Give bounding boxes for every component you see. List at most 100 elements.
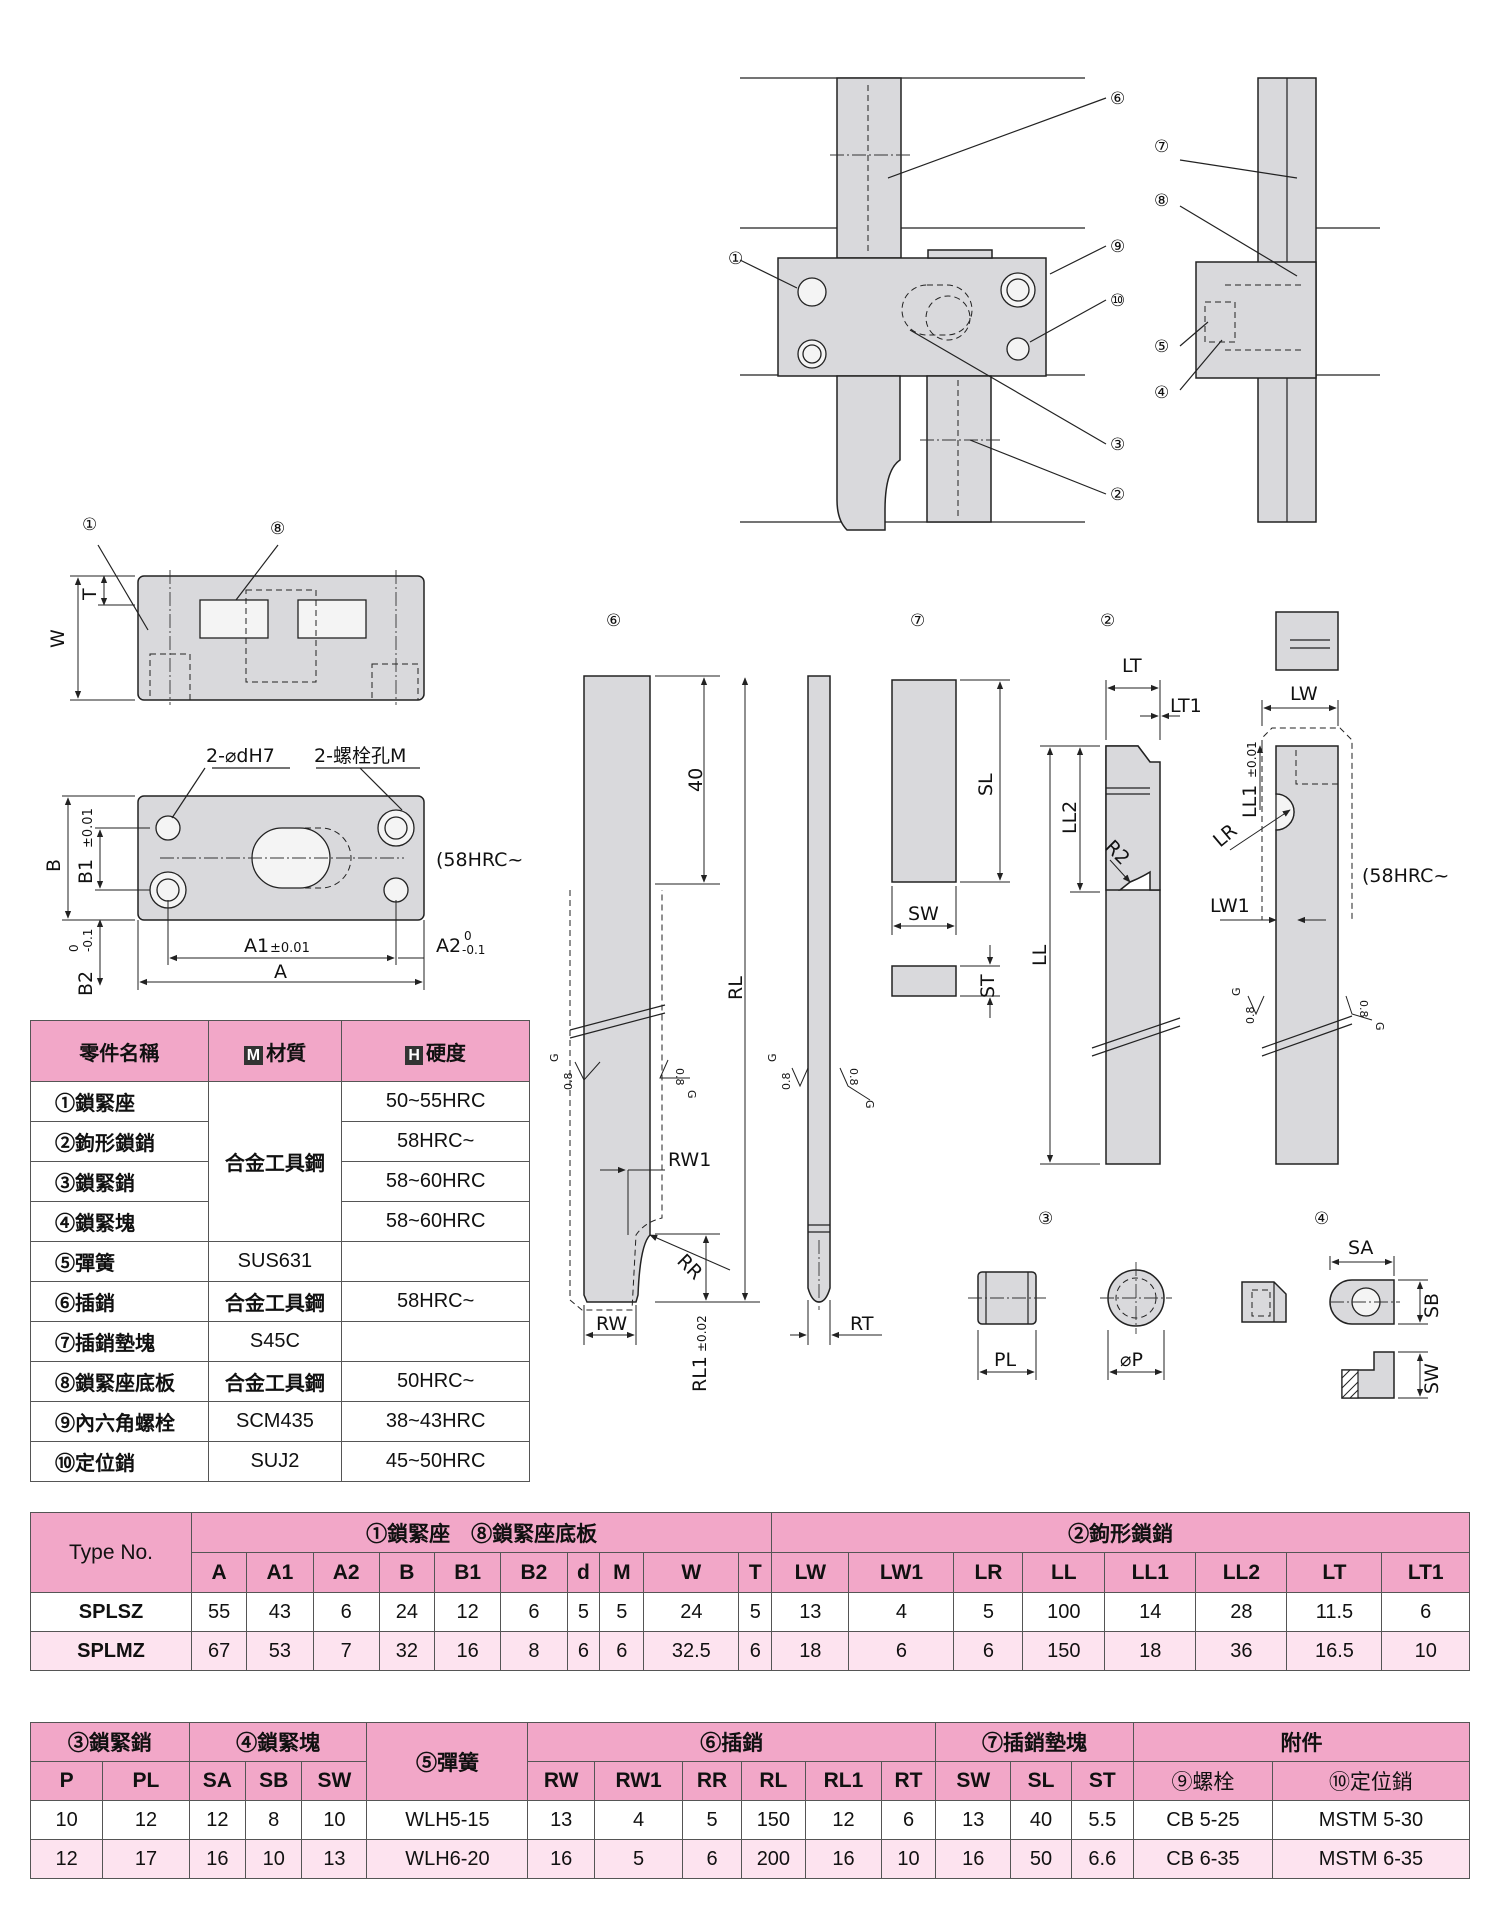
dim-A2-tol-up: 0	[464, 929, 472, 943]
dim-A1-tol: ±0.01	[270, 941, 310, 956]
table-cell: 43	[246, 1592, 314, 1632]
table-cell: 6	[500, 1592, 568, 1632]
dim-ST: ST	[977, 974, 999, 998]
part-name: ⑤彈簧	[30, 1241, 209, 1282]
dim-W: W	[47, 629, 69, 648]
table-cell: 6	[1381, 1592, 1470, 1632]
group-lock-block-header: ④鎖緊塊	[188, 1722, 368, 1762]
dim-PL: PL	[994, 1349, 1016, 1371]
column-header: RL1	[804, 1761, 882, 1801]
dim-SW-block: SW	[1421, 1363, 1443, 1394]
table-cell: 36	[1195, 1631, 1288, 1671]
part-material: 合金工具鋼	[207, 1281, 343, 1322]
column-header: LW	[771, 1552, 850, 1593]
column-header: RT	[880, 1761, 937, 1801]
pin2-roughness-v1: 0.8	[780, 1073, 793, 1091]
column-header: M	[599, 1552, 645, 1593]
table-cell: 8	[500, 1631, 568, 1671]
callout-3: ③	[1110, 435, 1125, 455]
part-hardness: 38~43HRC	[341, 1401, 530, 1442]
callout-1-seat: ①	[82, 515, 97, 535]
callout-2: ②	[1110, 485, 1125, 505]
callout-7-spacer: ⑦	[910, 611, 925, 631]
dim-SL: SL	[975, 773, 997, 796]
callout-9: ⑨	[1110, 237, 1125, 257]
table-cell: 150	[1022, 1631, 1106, 1671]
table-cell: 12	[102, 1800, 190, 1840]
lock-block-drawing	[1241, 1256, 1428, 1399]
part-name: ①鎖緊座	[30, 1081, 209, 1122]
table-cell: 18	[1104, 1631, 1197, 1671]
table-cell: 5	[566, 1592, 601, 1632]
table-cell: 16	[804, 1839, 882, 1879]
dim-RT: RT	[850, 1313, 874, 1335]
table-cell: 32.5	[643, 1631, 740, 1671]
pin-roughness-v2: 0.8	[673, 1068, 686, 1086]
group-spring-header: ⑤彈簧	[366, 1722, 529, 1801]
part-hardness: 50HRC~	[341, 1361, 530, 1402]
pin-roughness-v1: 0.8	[562, 1073, 575, 1091]
part-name: ⑦插銷墊塊	[30, 1321, 209, 1362]
table-cell: 100	[1022, 1592, 1106, 1632]
dim-RR: RR	[672, 1250, 706, 1284]
table-cell: 10	[29, 1800, 104, 1840]
callout-7: ⑦	[1154, 137, 1169, 157]
part-hardness: 58~60HRC	[341, 1161, 530, 1202]
table-cell: 10	[1381, 1631, 1470, 1671]
part-material-merged: 合金工具鋼	[207, 1081, 343, 1242]
column-header: A	[190, 1552, 248, 1593]
table-cell: 16	[434, 1631, 502, 1671]
column-header: LL	[1022, 1552, 1106, 1593]
part-hardness	[341, 1321, 530, 1362]
table-cell: 6	[599, 1631, 645, 1671]
column-header: RL	[740, 1761, 806, 1801]
group-hook-header: ②鉤形鎖銷	[771, 1512, 1470, 1553]
dim-A2-tol-dn: -0.1	[462, 943, 485, 957]
callout-6: ⑥	[1110, 89, 1125, 109]
dim-SW: SW	[908, 903, 939, 925]
column-header: SA	[188, 1761, 247, 1801]
column-header: W	[643, 1552, 740, 1593]
table-cell: 14	[1104, 1592, 1197, 1632]
dim-LL2: LL2	[1059, 801, 1081, 834]
dim-hole-d: 2-⌀dH7	[206, 745, 275, 767]
type-no-header: Type No.	[30, 1512, 192, 1593]
column-header: SL	[1010, 1761, 1072, 1801]
part-hardness	[341, 1241, 530, 1282]
pin2-roughness-g2: G	[863, 1100, 876, 1109]
table-cell: 6	[312, 1592, 380, 1632]
table-cell: 6	[848, 1631, 955, 1671]
dim-RL: RL	[725, 976, 747, 1000]
table-cell: 67	[190, 1631, 248, 1671]
dim-LL: LL	[1029, 944, 1051, 966]
table-cell: 24	[378, 1592, 436, 1632]
column-header: LT1	[1381, 1552, 1470, 1593]
column-header: SW	[935, 1761, 1012, 1801]
table-cell: 50	[1010, 1839, 1072, 1879]
callout-5: ⑤	[1154, 337, 1169, 357]
part-hardness: 58~60HRC	[341, 1201, 530, 1242]
column-header: P	[29, 1761, 104, 1801]
column-header: RW1	[593, 1761, 684, 1801]
table-cell: 12	[188, 1800, 247, 1840]
dim-B1: B1	[75, 859, 97, 884]
dim-A: A	[274, 961, 287, 983]
hook-roughness-v2: 0.8	[1357, 1000, 1370, 1018]
table-cell: CB 5-25	[1133, 1800, 1273, 1840]
table-cell: 55	[190, 1592, 248, 1632]
dim-RL1: RL1	[689, 1356, 711, 1392]
column-header: A1	[246, 1552, 314, 1593]
table-cell: 5	[593, 1839, 684, 1879]
part-hardness: 50~55HRC	[341, 1081, 530, 1122]
table-cell: MSTM 5-30	[1271, 1800, 1471, 1840]
dim-LW1: LW1	[1210, 895, 1250, 917]
part-hardness: 58HRC~	[341, 1281, 530, 1322]
column-header: SW	[301, 1761, 368, 1801]
part-name: ②鉤形鎖銷	[30, 1121, 209, 1162]
